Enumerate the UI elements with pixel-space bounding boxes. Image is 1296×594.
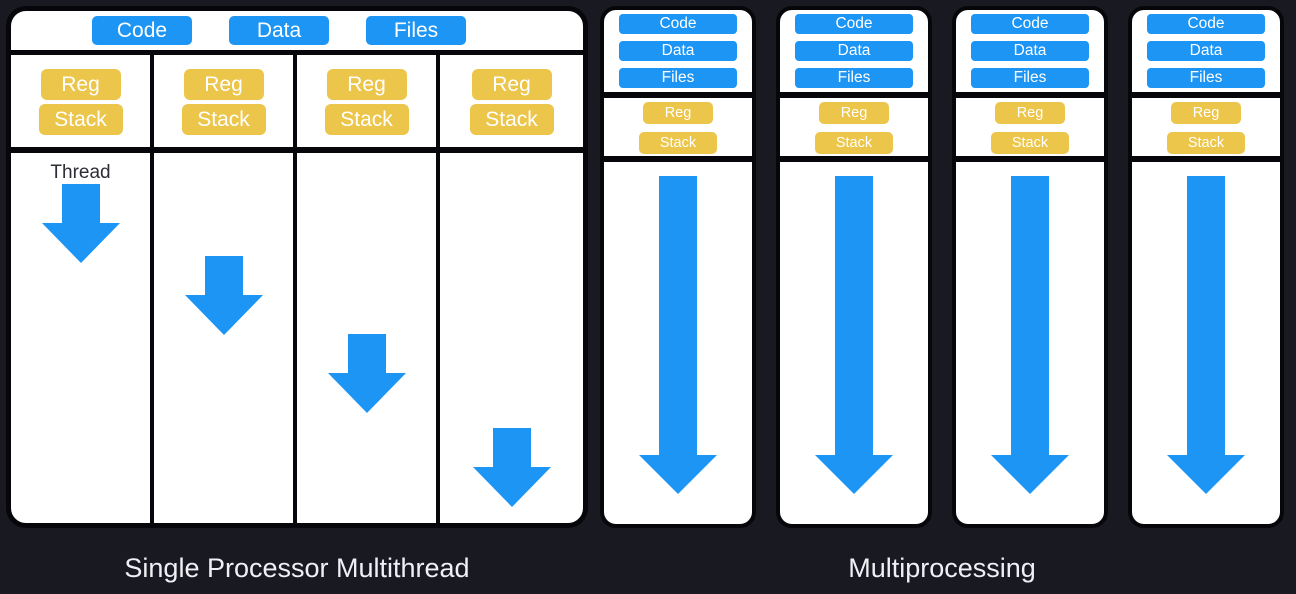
- thread-arrow-icon: [328, 334, 406, 413]
- reg-box: Reg: [1171, 102, 1241, 124]
- thread-arrow-icon: [473, 428, 551, 507]
- process-registers: Reg Stack: [604, 98, 752, 162]
- thread-column: Thread: [11, 153, 154, 523]
- process-column: Code Data Files Reg Stack: [1128, 6, 1284, 528]
- process-registers: Reg Stack: [956, 98, 1104, 162]
- process-resources: Code Data Files: [604, 10, 752, 98]
- stack-box: Stack: [991, 132, 1069, 154]
- thread-column: [440, 153, 583, 523]
- data-box: Data: [1147, 41, 1265, 61]
- thread-reg-cell: Reg Stack: [11, 55, 154, 147]
- data-box: Data: [619, 41, 737, 61]
- files-box: Files: [971, 68, 1089, 88]
- process-resources: Code Data Files: [1132, 10, 1280, 98]
- data-box: Data: [971, 41, 1089, 61]
- thread-arrow-icon: [185, 256, 263, 335]
- process-arrow-icon: [991, 176, 1069, 494]
- thread-reg-cell: Reg Stack: [154, 55, 297, 147]
- process-arrow-icon: [639, 176, 717, 494]
- process-arrow-icon: [1167, 176, 1245, 494]
- reg-box: Reg: [326, 69, 407, 100]
- code-box: Code: [1147, 14, 1265, 34]
- files-box: Files: [1147, 68, 1265, 88]
- thread-label: Thread: [50, 162, 111, 183]
- files-box: Files: [619, 68, 737, 88]
- process-resources: Code Data Files: [780, 10, 928, 98]
- reg-box: Reg: [471, 69, 552, 100]
- process-column: Code Data Files Reg Stack: [952, 6, 1108, 528]
- process-resources: Code Data Files: [956, 10, 1104, 98]
- files-box: Files: [795, 68, 913, 88]
- stack-box: Stack: [324, 104, 409, 135]
- stack-box: Stack: [639, 132, 717, 154]
- thread-reg-cell: Reg Stack: [440, 55, 583, 147]
- thread-reg-cell: Reg Stack: [297, 55, 440, 147]
- reg-box: Reg: [995, 102, 1065, 124]
- process-registers: Reg Stack: [1132, 98, 1280, 162]
- caption-multiprocessing: Multiprocessing: [848, 553, 1036, 583]
- process-execution: [1132, 162, 1280, 524]
- data-box: Data: [795, 41, 913, 61]
- files-box: Files: [366, 16, 466, 45]
- thread-execution-row: Thread: [11, 153, 583, 523]
- process-column: Code Data Files Reg Stack: [776, 6, 932, 528]
- caption-single-processor-multithread: Single Processor Multithread: [124, 553, 470, 583]
- stack-box: Stack: [38, 104, 123, 135]
- reg-box: Reg: [819, 102, 889, 124]
- process-execution: [780, 162, 928, 524]
- thread-column: [154, 153, 297, 523]
- stack-box: Stack: [469, 104, 554, 135]
- thread-arrow-icon: [42, 184, 120, 263]
- code-box: Code: [619, 14, 737, 34]
- code-box: Code: [92, 16, 192, 45]
- process-execution: [604, 162, 752, 524]
- thread-registers-row: Reg Stack Reg Stack Reg Stack Reg Stack: [11, 55, 583, 153]
- process-arrow-icon: [815, 176, 893, 494]
- data-box: Data: [229, 16, 329, 45]
- stack-box: Stack: [815, 132, 893, 154]
- single-process-panel: Code Data Files Reg Stack Reg Stack Reg …: [6, 6, 588, 528]
- shared-resources-header: Code Data Files: [11, 11, 583, 55]
- thread-column: [297, 153, 440, 523]
- process-execution: [956, 162, 1104, 524]
- reg-box: Reg: [40, 69, 121, 100]
- process-registers: Reg Stack: [780, 98, 928, 162]
- reg-box: Reg: [183, 69, 264, 100]
- reg-box: Reg: [643, 102, 713, 124]
- stack-box: Stack: [181, 104, 266, 135]
- code-box: Code: [795, 14, 913, 34]
- code-box: Code: [971, 14, 1089, 34]
- process-column: Code Data Files Reg Stack: [600, 6, 756, 528]
- stack-box: Stack: [1167, 132, 1245, 154]
